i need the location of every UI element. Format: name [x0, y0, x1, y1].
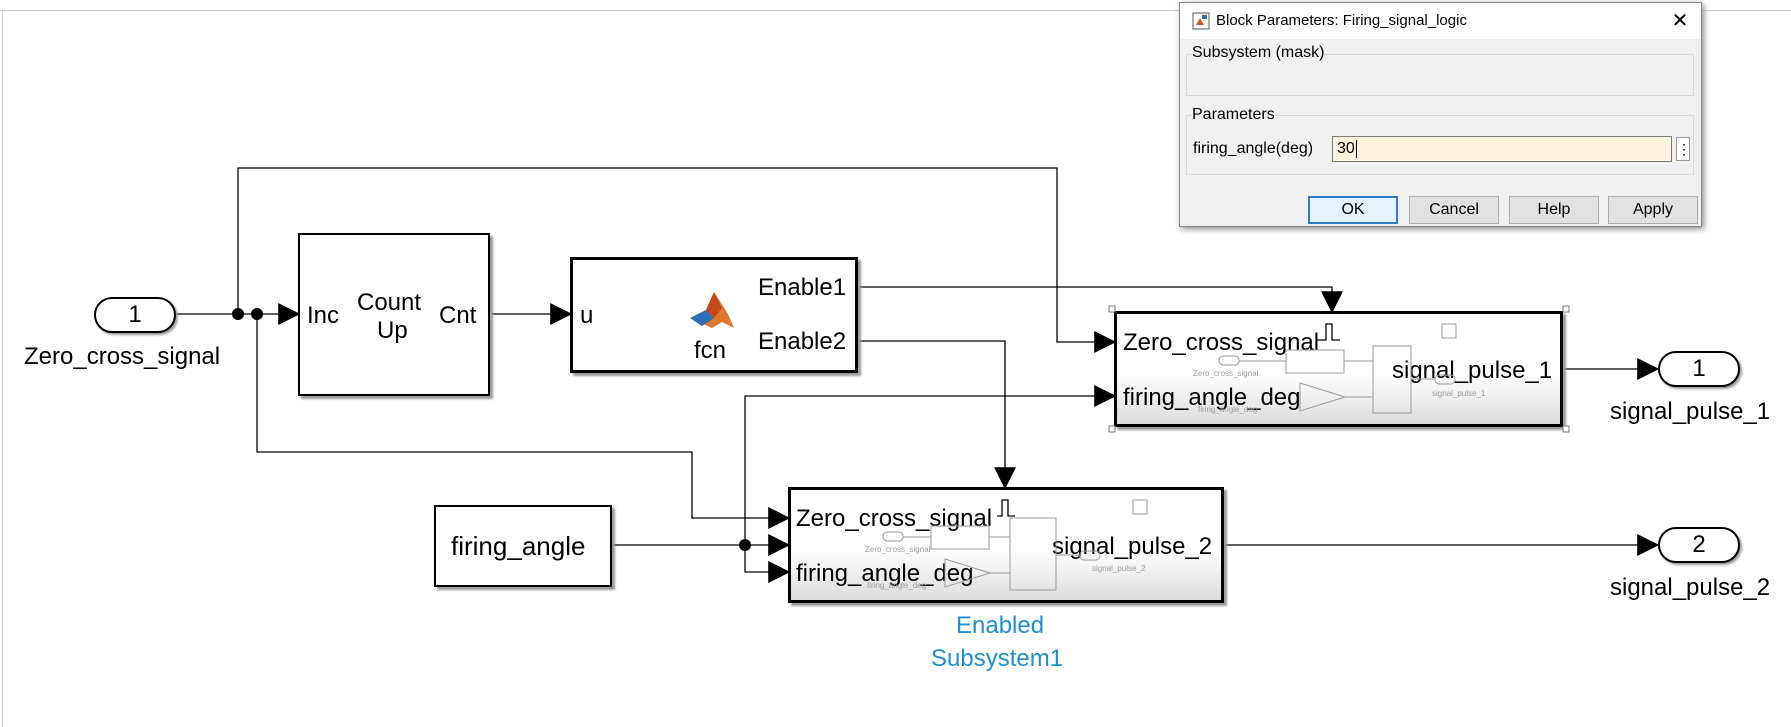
simulink-block-icon [1192, 12, 1210, 30]
subsystem-top-preview-in1: Zero_cross_signal [1193, 369, 1259, 378]
subsystem-top-preview [1218, 323, 1457, 414]
model-header-strip [0, 0, 1791, 11]
firing-angle-field[interactable]: 30 [1332, 136, 1672, 162]
counter-title-line1: Count [357, 289, 422, 316]
dialog-title: Block Parameters: Firing_signal_logic [1216, 12, 1467, 29]
signal-line-enable1 [858, 286, 1343, 314]
parameters-group [1186, 115, 1694, 175]
counter-out-port-label: Cnt [439, 302, 477, 329]
block-parameters-dialog[interactable]: Block Parameters: Firing_signal_logic ✕ … [1179, 2, 1702, 227]
signal-line-branch-bottom [256, 314, 791, 529]
subsystem-top-preview-out: signal_pulse_1 [1432, 389, 1486, 398]
subsystem-bottom-preview [882, 499, 1148, 591]
signal-line-constant-branch-down [744, 545, 791, 583]
apply-button[interactable]: Apply [1608, 196, 1698, 224]
firing-angle-value: 30 [1337, 140, 1355, 157]
fcn-in-port-label: u [580, 302, 594, 329]
outport-1-label: signal_pulse_1 [1610, 398, 1771, 425]
subsystem-bottom-in1-label: Zero_cross_signal [796, 505, 993, 532]
subsystem-bottom-preview-out: signal_pulse_2 [1092, 564, 1146, 573]
constant-firing-angle-block[interactable] [434, 505, 612, 587]
dialog-title-bar[interactable]: Block Parameters: Firing_signal_logic ✕ [1180, 3, 1701, 39]
fcn-name-label: fcn [694, 337, 727, 364]
signal-line-branch-top [237, 167, 1117, 353]
subsystem-top-selection-handles [1108, 305, 1570, 433]
subsystem-bottom-preview-in2: firing_angle_deg [867, 581, 927, 590]
mask-type-group [1186, 54, 1694, 96]
constant-value-label: firing_angle [451, 531, 586, 561]
subsystem-bottom-name-line2[interactable]: Subsystem1 [931, 645, 1064, 672]
signal-line-constant-to-top [744, 385, 1117, 545]
subsystem-top[interactable] [1114, 311, 1563, 427]
text-caret [1355, 139, 1357, 158]
enabled-subsystem1[interactable] [788, 487, 1224, 603]
parameters-group-label: Parameters [1192, 106, 1275, 124]
outport-signal-pulse-1[interactable]: 1 [1658, 351, 1740, 387]
subsystem-bottom-in2-label: firing_angle_deg [796, 560, 974, 587]
firing-angle-field-label: firing_angle(deg) [1193, 140, 1314, 157]
fcn-out1-label: Enable1 [758, 274, 847, 301]
subsystem-top-preview-in2: firing_angle_deg [1198, 405, 1258, 414]
close-icon[interactable]: ✕ [1671, 10, 1689, 32]
subsystem-bottom-preview-in1: Zero_cross_signal [865, 545, 931, 554]
branch-point [232, 308, 244, 320]
counter-title-line2: Up [377, 317, 408, 344]
counter-in-port-label: Inc [307, 302, 340, 329]
subsystem-top-in2-label: firing_angle_deg [1123, 384, 1301, 411]
branch-point [739, 539, 751, 551]
ok-button[interactable]: OK [1308, 196, 1398, 224]
signal-line-enable2 [858, 340, 1016, 490]
mask-type-label: Subsystem (mask) [1192, 44, 1325, 62]
branch-point [251, 308, 263, 320]
outport-2-label: signal_pulse_2 [1610, 574, 1771, 601]
outport-signal-pulse-2[interactable]: 2 [1658, 527, 1740, 563]
more-options-icon[interactable]: ⋮ [1676, 137, 1691, 161]
cancel-button[interactable]: Cancel [1409, 196, 1499, 224]
inport-zero-cross-signal[interactable]: 1 [94, 297, 176, 333]
canvas-left-border [2, 10, 3, 727]
matlab-logo-icon [690, 292, 734, 328]
help-button[interactable]: Help [1509, 196, 1599, 224]
fcn-out2-label: Enable2 [758, 328, 847, 355]
subsystem-bottom-name-line1[interactable]: Enabled [956, 612, 1045, 639]
inport-label: Zero_cross_signal [24, 343, 221, 370]
counter-block[interactable] [298, 233, 490, 396]
